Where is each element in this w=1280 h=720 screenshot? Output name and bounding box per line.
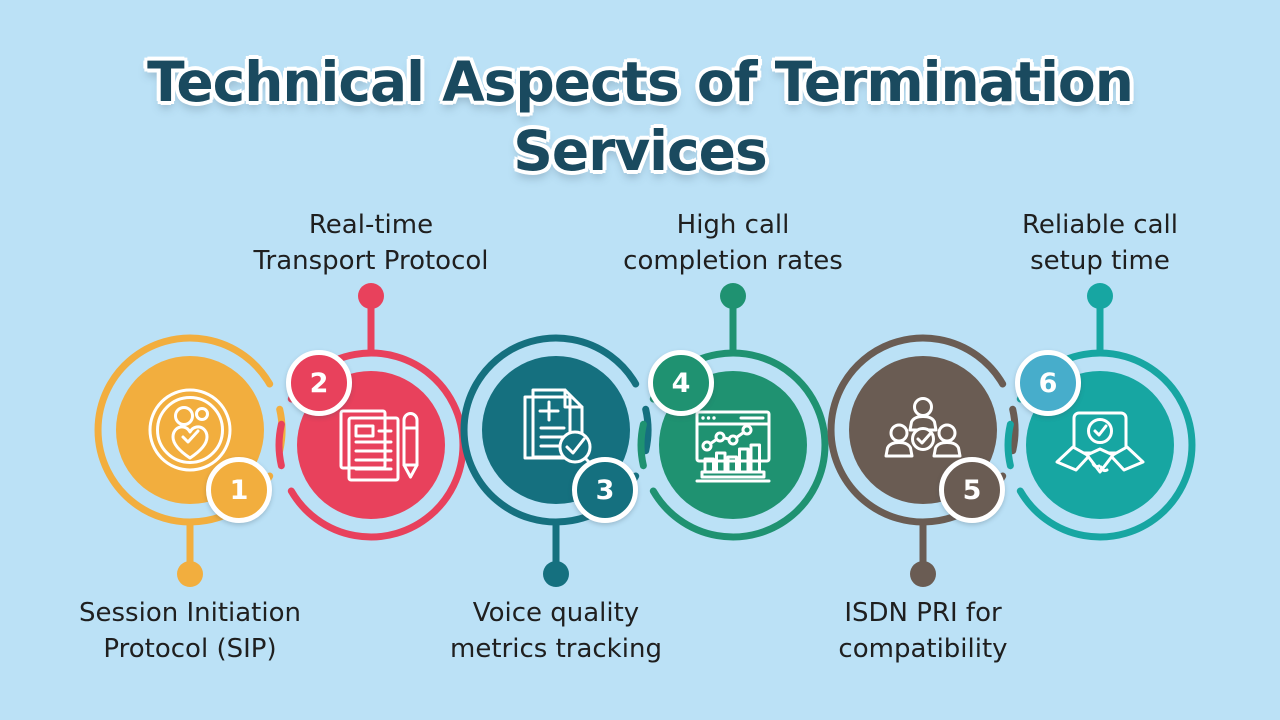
progress-ring-gap-arc — [642, 405, 652, 455]
progress-ring-gap-arc — [1009, 405, 1019, 455]
team-approval-icon — [884, 397, 962, 458]
progress-ring — [827, 334, 1007, 526]
page-title: Technical Aspects of Termination Service… — [147, 50, 1134, 183]
customer-satisfaction-icon — [148, 388, 232, 472]
progress-ring — [94, 334, 274, 526]
connector-dot — [720, 283, 746, 309]
analytics-dashboard-icon — [695, 410, 771, 483]
step-label: Reliable call setup time — [1022, 210, 1178, 276]
progress-ring-gap-arc — [637, 420, 647, 470]
handshake-agreement-icon — [1055, 411, 1145, 474]
step-item-4: 4 High call completion rates — [618, 200, 848, 670]
progress-ring-gap-arc — [1004, 420, 1014, 470]
step-item-6: 6 Reliable call setup time — [985, 200, 1215, 670]
step-number-badge: 4 — [648, 350, 714, 416]
progress-ring — [1016, 349, 1196, 541]
step-item-3: 3 Voice quality metrics tracking — [441, 200, 671, 670]
step-label: High call completion rates — [623, 210, 843, 276]
step-number-badge: 5 — [939, 457, 1005, 523]
step-label: Real-time Transport Protocol — [253, 210, 489, 276]
connector-dot — [910, 561, 936, 587]
connector-dot — [177, 561, 203, 587]
step-number-badge: 1 — [206, 457, 272, 523]
step-label: Voice quality metrics tracking — [450, 598, 662, 664]
step-item-1: 1 Session Initiation Protocol (SIP) — [75, 200, 305, 670]
report-check-search-icon — [523, 388, 596, 469]
step-label: Session Initiation Protocol (SIP) — [79, 598, 301, 664]
connector-dot — [543, 561, 569, 587]
step-number-badge: 2 — [286, 350, 352, 416]
step-item-5: 5 ISDN PRI for compatibility — [808, 200, 1038, 670]
progress-ring — [460, 334, 640, 526]
step-number-badge: 6 — [1015, 350, 1081, 416]
step-label: ISDN PRI for compatibility — [838, 598, 1008, 664]
connector-dot — [1087, 283, 1113, 309]
progress-ring — [649, 349, 829, 541]
document-pencil-icon — [339, 409, 419, 482]
step-number-badge: 3 — [572, 457, 638, 523]
connector-dot — [358, 283, 384, 309]
progress-ring-gap-arc — [275, 420, 285, 470]
step-item-2: 2 Real-time Transport Protocol — [253, 200, 489, 670]
